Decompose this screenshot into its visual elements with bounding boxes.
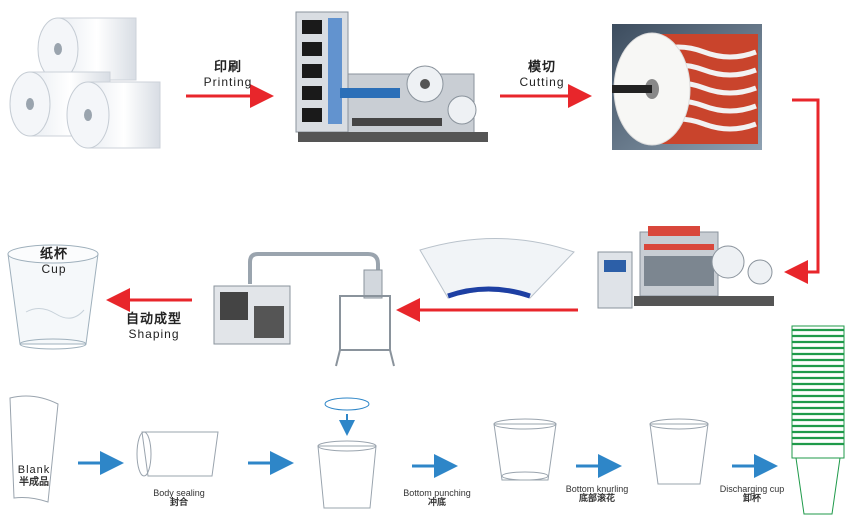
bottom-punching-shape — [317, 397, 377, 509]
shaping-machine-image — [213, 252, 395, 367]
printing-label-en: Printing — [203, 74, 253, 89]
step-cn: 半成品 — [19, 476, 49, 488]
blank-shape — [9, 395, 59, 503]
body-sealing-shape — [136, 431, 219, 477]
step-label-discharging-cup: Discharging cup 卸杯 — [704, 484, 800, 505]
step-en: Blank — [17, 464, 51, 476]
printed-roll-image — [612, 24, 762, 150]
cutting-label-en: Cutting — [519, 74, 565, 89]
cup-label-cn: 纸杯 — [39, 247, 68, 262]
printing-label: 印刷 Printing — [192, 60, 264, 90]
bottom-knurling-shape — [493, 418, 557, 481]
step-en: Body sealing — [153, 488, 205, 498]
paper-cup-image — [7, 244, 99, 350]
step-en: Bottom knurling — [565, 484, 629, 494]
fan-blank-image — [419, 237, 575, 299]
cutting-label-cn: 模切 — [527, 60, 556, 75]
step-label-bottom-knurling: Bottom knurling 底部滚花 — [552, 484, 642, 505]
cup-label: 纸杯 Cup — [26, 247, 82, 277]
shaping-label: 自动成型 Shaping — [114, 312, 194, 342]
step-cn: 封合 — [169, 498, 188, 509]
cup-label-en: Cup — [41, 261, 67, 276]
step-label-blank: Blank 半成品 — [8, 464, 60, 488]
green-cup-stack-image — [791, 325, 845, 515]
step-cn: 冲底 — [427, 498, 446, 509]
printing-label-cn: 印刷 — [213, 60, 242, 75]
step-cn: 底部滚花 — [578, 494, 615, 505]
cutting-label: 模切 Cutting — [506, 60, 578, 90]
step-en: Bottom punching — [403, 488, 471, 498]
connector-arrow — [784, 98, 820, 284]
step-label-bottom-punching: Bottom punching 冲底 — [392, 488, 482, 509]
die-cutting-machine-image — [597, 226, 774, 309]
shaping-label-en: Shaping — [128, 326, 180, 341]
discharging-cup-shape — [649, 418, 709, 485]
step-cn: 卸杯 — [742, 494, 761, 505]
shaping-label-cn: 自动成型 — [125, 312, 182, 327]
step-en: Discharging cup — [719, 484, 785, 494]
printing-machine-image — [295, 11, 488, 142]
paper-rolls-image — [9, 17, 161, 149]
step-label-body-sealing: Body sealing 封合 — [134, 488, 224, 509]
